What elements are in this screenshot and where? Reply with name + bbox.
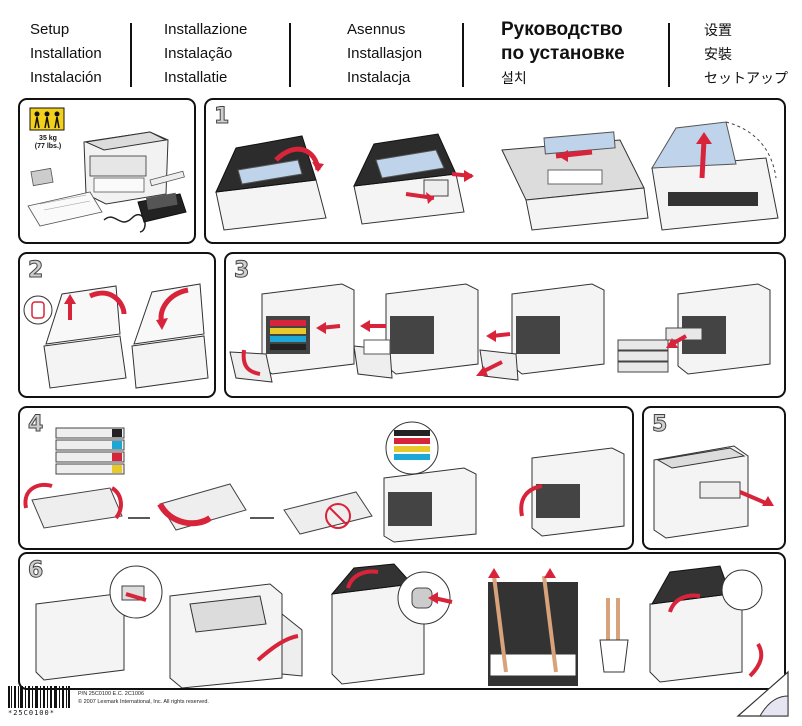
title-instalacao: Instalação <box>164 45 233 62</box>
title-instalacja: Instalacja <box>347 69 411 86</box>
scanner-close-illustration <box>131 283 209 389</box>
cable-icon <box>103 214 146 233</box>
multilingual-title-header: Setup Installation Instalación Installaz… <box>0 10 802 92</box>
step-number-3: 3 <box>233 258 250 284</box>
cd-icon <box>30 167 54 187</box>
scanner-lock-illustration <box>23 285 127 389</box>
weight-kg: 35 kg <box>39 135 57 142</box>
step-number-5: 5 <box>651 412 668 438</box>
title-installasjon: Installasjon <box>347 45 423 62</box>
printer-illustration <box>83 131 169 205</box>
shake-cartridge-illustration <box>23 482 123 529</box>
panel-step-3: 3 <box>224 252 786 398</box>
remove-rear-packing-illustration <box>653 445 774 539</box>
part-number: P/N 25C0100 E.C. 2C1006 <box>78 691 145 697</box>
remove-latch-packing-illustration <box>35 565 163 681</box>
title-col-3: Asennus Installasjon Instalacja <box>347 18 422 90</box>
step-2-illustration <box>23 283 209 389</box>
pull-packing-1-illustration <box>353 283 479 379</box>
title-japanese: セットアップ <box>704 70 788 86</box>
header-divider <box>668 23 670 87</box>
title-col-1: Setup Installation Instalación <box>30 18 102 90</box>
barcode <box>8 686 70 708</box>
weight-lbs: (77 lbs.) <box>34 143 62 150</box>
title-chinese-traditional: 安裝 <box>704 46 732 62</box>
barcode-number: *25C0100* <box>8 709 55 717</box>
header-divider <box>130 23 132 87</box>
remove-tape-illustration <box>157 483 247 531</box>
setup-sheet-icon <box>27 191 103 227</box>
panel-step-1: 1 <box>204 98 786 244</box>
copyright-notice: © 2007 Lexmark International, Inc. All r… <box>78 699 209 705</box>
step-number-6: 6 <box>27 558 44 584</box>
panel-step-4: 4 <box>18 406 634 550</box>
header-divider <box>462 23 464 87</box>
header-divider <box>289 23 291 87</box>
title-russian-2: по установке <box>501 43 625 64</box>
title-asennus: Asennus <box>347 21 406 38</box>
close-top-cover-illustration <box>649 565 764 683</box>
step-1-illustration <box>215 121 779 231</box>
title-russian-1: Руководство <box>501 19 623 40</box>
step-number-1: 1 <box>213 104 230 130</box>
adf-tray-illustration <box>501 131 649 231</box>
open-front-door-illustration <box>229 283 355 383</box>
title-installazione: Installazione <box>164 21 248 38</box>
open-side-cover-illustration <box>169 583 303 688</box>
do-not-touch-illustration <box>283 491 373 535</box>
panel-step-6: 6 <box>18 552 786 690</box>
title-col-2: Installazione Instalação Installatie <box>164 18 247 90</box>
remove-fuser-packing-illustration <box>330 563 453 685</box>
step-number-2: 2 <box>27 258 44 284</box>
box-contents-illustration <box>27 107 187 233</box>
close-front-door-illustration <box>519 447 625 537</box>
step-6-illustration <box>35 563 764 688</box>
lift-scanner-illustration <box>651 121 779 231</box>
page-turn-icon <box>736 670 789 717</box>
discard-strips-illustration <box>599 598 629 673</box>
pull-packing-2-illustration <box>476 283 605 381</box>
title-korean: 설치 <box>501 70 527 86</box>
panel-step-2: 2 <box>18 252 216 398</box>
remove-cartridges-illustration <box>617 283 771 375</box>
insert-cartridges-illustration <box>383 421 477 543</box>
pull-strips-illustration <box>488 568 578 686</box>
title-col-4: Руководство по установке 설치 <box>501 18 625 90</box>
step-4-illustration <box>23 421 625 543</box>
weight-warning: 35 kg (77 lbs.) <box>20 135 76 151</box>
step-5-illustration <box>653 445 774 539</box>
title-setup: Setup <box>30 21 70 38</box>
title-installation: Installation <box>30 45 102 62</box>
title-chinese-simplified: 设置 <box>704 22 732 38</box>
title-instalacion: Instalación <box>30 69 102 86</box>
panel-box-contents: 35 kg (77 lbs.) <box>18 98 196 244</box>
scanner-lid-open-illustration <box>215 135 327 231</box>
title-col-5: 设置 安裝 セットアップ <box>704 18 788 90</box>
step-3-illustration <box>229 283 771 383</box>
step-number-4: 4 <box>27 412 44 438</box>
title-installatie: Installatie <box>164 69 228 86</box>
remove-packing-illustration <box>353 133 474 225</box>
panel-step-5: 5 <box>642 406 786 550</box>
toner-cartridges-stack <box>55 427 125 475</box>
